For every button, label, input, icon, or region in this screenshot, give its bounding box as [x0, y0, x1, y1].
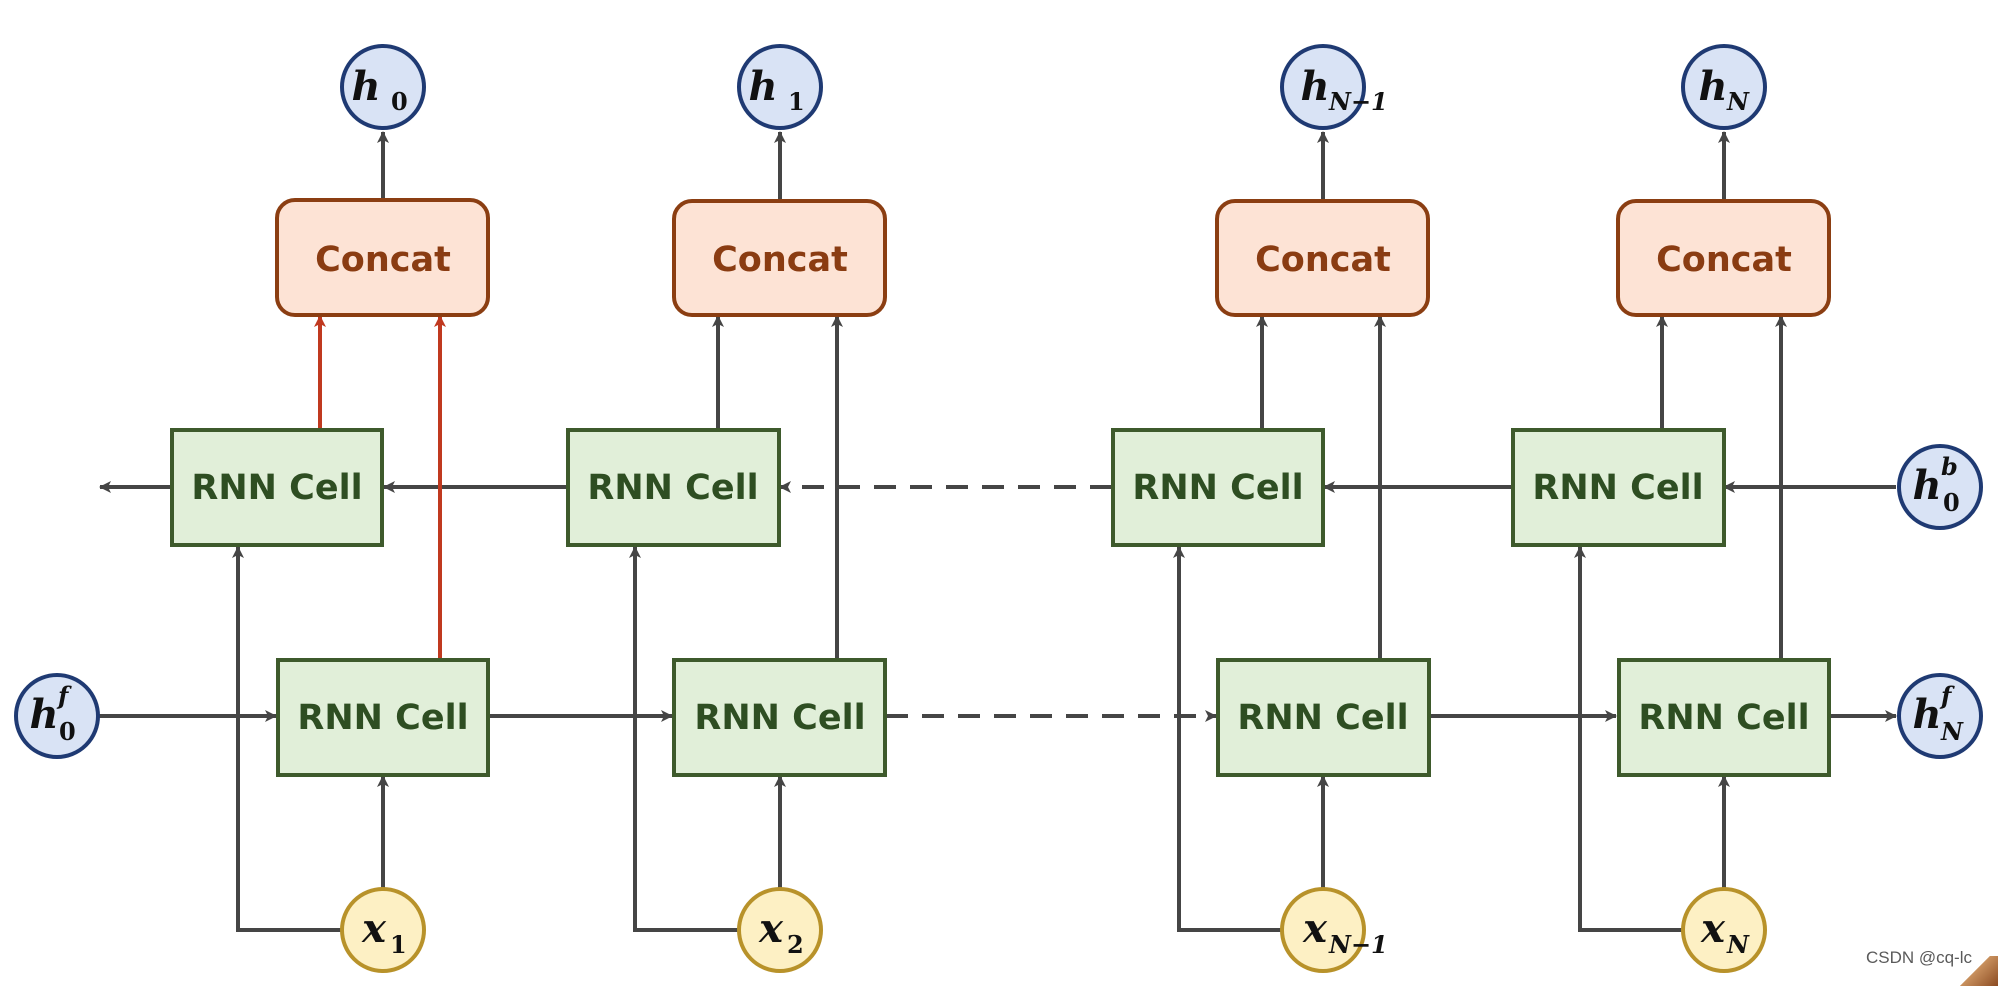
- input-sub-x2: 2: [787, 930, 804, 959]
- input-node-xn1: [1280, 887, 1366, 973]
- forward-rnn-cell-4: [1617, 658, 1831, 777]
- forward-final-state-sup: f: [1939, 681, 1955, 710]
- output-nodes: h 0 h 1 h N−1 h N: [340, 44, 1767, 130]
- forward-initial-state-sub: 0: [59, 717, 76, 746]
- input-sub-xn1: N−1: [1328, 930, 1388, 959]
- backward-cell-label-2: RNN Cell: [587, 468, 758, 508]
- connectors: [99, 131, 1897, 932]
- concat-box-2: [672, 199, 887, 317]
- concat-label-3: Concat: [1255, 240, 1391, 280]
- concat-box-4: [1616, 199, 1831, 317]
- output-label-h1: h: [748, 63, 777, 110]
- input-sub-xn: N: [1726, 930, 1750, 959]
- forward-cells: RNN Cell RNN Cell RNN Cell RNN Cell: [276, 658, 1831, 777]
- output-sub-h1: 1: [788, 87, 805, 116]
- concat-row: Concat Concat Concat Concat: [275, 198, 1831, 317]
- backward-cell-label-4: RNN Cell: [1532, 468, 1703, 508]
- forward-initial-state-node: [14, 673, 100, 759]
- backward-initial-state-sup: b: [1941, 452, 1958, 481]
- input-route-x1-backward: [232, 546, 343, 932]
- input-node-x1: [340, 887, 426, 973]
- highlighted-connectors: [314, 315, 446, 659]
- backward-rnn-cell-3: [1111, 428, 1325, 547]
- forward-cell-label-2: RNN Cell: [694, 698, 865, 738]
- forward-cell-label-4: RNN Cell: [1638, 698, 1809, 738]
- backward-initial-state-node: [1897, 444, 1983, 530]
- input-node-x2: [737, 887, 823, 973]
- concat-box-1: [275, 198, 490, 317]
- output-node-h0: [340, 44, 426, 130]
- backward-cell-label-1: RNN Cell: [191, 468, 362, 508]
- forward-rnn-cell-2: [672, 658, 887, 777]
- concat-label-4: Concat: [1656, 240, 1792, 280]
- input-label-xn1: x: [1302, 905, 1328, 952]
- output-node-h1: [737, 44, 823, 130]
- output-label-h0: h: [351, 63, 380, 110]
- input-sub-x1: 1: [390, 930, 407, 959]
- forward-cell-label-3: RNN Cell: [1237, 698, 1408, 738]
- output-label-hn: h: [1698, 63, 1727, 110]
- input-route-x2-backward: [629, 546, 740, 932]
- concat-label-2: Concat: [712, 240, 848, 280]
- input-label-x2: x: [758, 905, 784, 952]
- corner-decoration: [1958, 956, 1998, 986]
- forward-final-state-sub: N: [1940, 717, 1964, 746]
- forward-cell-label-1: RNN Cell: [297, 698, 468, 738]
- forward-rnn-cell-1: [276, 658, 490, 777]
- input-label-x1: x: [361, 905, 387, 952]
- forward-final-state-node: [1897, 673, 1983, 759]
- backward-initial-state-label: h: [1912, 462, 1941, 509]
- output-sub-h0: 0: [391, 87, 408, 116]
- watermark: CSDN @cq-lc: [1865, 948, 1972, 967]
- backward-rnn-cell-1: [170, 428, 384, 547]
- forward-initial-state-sup: f: [56, 681, 72, 710]
- forward-initial-state-label: h: [29, 691, 58, 738]
- input-nodes: x 1 x 2 x N−1 x N: [340, 887, 1767, 973]
- backward-rnn-cell-4: [1511, 428, 1726, 547]
- concat-box-3: [1215, 199, 1430, 317]
- output-label-hn1: h: [1300, 63, 1329, 110]
- forward-final-state-label: h: [1912, 691, 1941, 738]
- input-route-xn1-backward: [1173, 546, 1283, 932]
- output-node-hn: [1681, 44, 1767, 130]
- input-label-xn: x: [1700, 905, 1726, 952]
- concat-label-1: Concat: [315, 240, 451, 280]
- output-sub-hn: N: [1726, 87, 1750, 116]
- input-node-xn: [1681, 887, 1767, 973]
- backward-rnn-cell-2: [566, 428, 781, 547]
- output-sub-hn1: N−1: [1328, 87, 1388, 116]
- input-route-xn-backward: [1574, 546, 1684, 932]
- backward-cells: RNN Cell RNN Cell RNN Cell RNN Cell: [170, 428, 1726, 547]
- backward-cell-label-3: RNN Cell: [1132, 468, 1303, 508]
- output-node-hn1: [1280, 44, 1366, 130]
- backward-initial-state-sub: 0: [1943, 488, 1960, 517]
- state-nodes: h f 0 h f N h b 0: [14, 444, 1983, 759]
- forward-rnn-cell-3: [1216, 658, 1431, 777]
